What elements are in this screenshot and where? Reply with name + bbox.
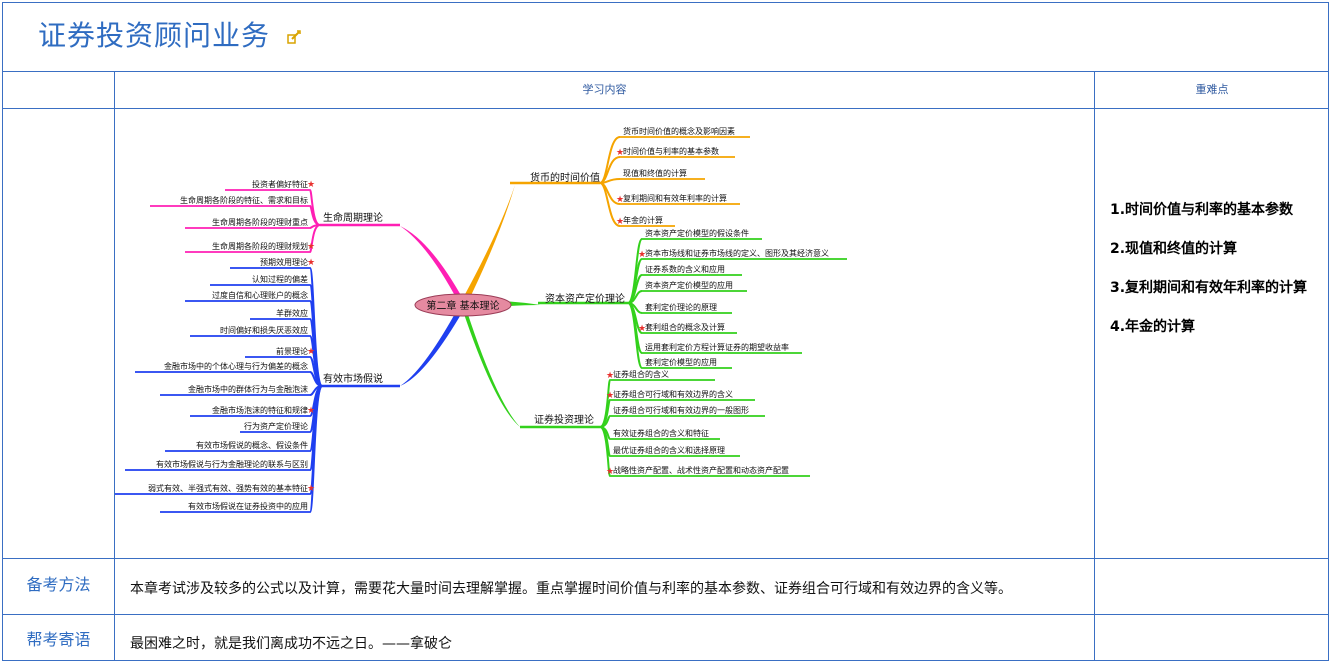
leaf-label: 证券组合的含义 [613,369,669,379]
star-icon: ★ [616,195,624,205]
leaf-label: 时间偏好和损失厌恶效应 [220,325,308,335]
leaf-label: 套利定价理论的原理 [645,302,717,312]
center-node-label: 第二章 基本理论 [426,299,499,312]
branch-label-life: 生命周期理论 [323,211,383,224]
leaf-label: 有效市场假说与行为金融理论的联系与区别 [156,459,308,469]
center-node [414,293,512,317]
divider [2,108,1329,109]
motto-text: 最困难之时，就是我们离成功不远之日。——拿破仑 [130,636,452,652]
leaf-label: 金融市场泡沫的特征和规律 [212,405,308,415]
leaf-label: 过度自信和心理账户的概念 [212,290,308,300]
leaf-label: 投资者偏好特征 [252,179,308,189]
branch-connector [309,224,321,253]
key-point: 4.年金的计算 [1110,319,1196,335]
branch-connector [599,182,621,227]
leaf-label: 行为资产定价理论 [244,421,308,431]
leaf-label: 套利定价模型的应用 [645,357,717,367]
leaf-label: 生命周期各阶段的特征、需求和目标 [180,195,308,205]
divider [114,71,115,661]
leaf-label: 羊群效应 [276,308,308,318]
leaf-label: 有效市场假说的概念、假设条件 [196,440,308,450]
leaf-label: 生命周期各阶段的理财重点 [212,217,308,227]
leaf-label: 有效市场假说在证券投资中的应用 [188,501,308,511]
leaf-label: 运用套利定价方程计算证券的期望收益率 [645,342,789,352]
leaf-label: 有效证券组合的含义和特征 [613,428,709,438]
leaf-label: 时间价值与利率的基本参数 [623,146,719,156]
branch-connector [627,302,643,369]
method-label: 备考方法 [26,575,91,594]
leaf-label: 货币时间价值的概念及影响因素 [623,126,735,136]
leaf-label: 现值和终值的计算 [623,168,687,178]
leaf-label: 资本资产定价模型的假设条件 [645,228,749,238]
key-column-header: 重难点 [1195,83,1229,96]
branch-line [463,299,520,427]
mind-map: 货币的时间价值货币时间价值的概念及影响因素★时间价值与利率的基本参数现值和终值的… [115,126,847,513]
leaf-label: 认知过程的偏差 [252,274,308,284]
branch-label-capm: 资本资产定价理论 [545,292,625,305]
page-title-text: 证券投资顾问业务 [38,19,271,52]
divider [1094,71,1095,661]
branch-label-portfolio: 证券投资理论 [534,413,594,426]
leaf-label: 证券系数的含义和应用 [645,264,725,274]
key-point: 2.现值和终值的计算 [1110,241,1238,257]
leaf-label: 预期效用理论 [260,257,308,267]
star-icon: ★ [307,347,315,357]
star-icon: ★ [307,406,315,416]
page-title: 证券投资顾问业务 [38,14,302,54]
star-icon: ★ [307,180,315,190]
motto-label: 帮考寄语 [26,630,91,649]
key-point: 3.复利期间和有效年利率的计算 [1110,280,1308,296]
leaf-label: 战略性资产配置、战术性资产配置和动态资产配置 [613,465,789,475]
star-icon: ★ [606,391,614,401]
leaf-label: 年金的计算 [623,215,663,225]
leaf-label: 金融市场中的群体行为与金融泡沫 [188,384,308,394]
branch-line [463,185,515,312]
branch-connector [599,136,621,184]
branch-label-emh: 有效市场假说 [323,372,383,385]
method-text: 本章考试涉及较多的公式以及计算，需要花大量时间去理解掌握。重点掌握时间价值与利率… [130,581,1012,597]
star-icon: ★ [616,148,624,158]
star-icon: ★ [606,371,614,381]
star-icon: ★ [606,467,614,477]
branch-connector [599,426,611,477]
leaf-label: 最优证券组合的含义和选择原理 [613,445,725,455]
divider [2,614,1329,615]
branch-label-money: 货币的时间价值 [530,171,600,184]
pencil-icon [287,30,301,44]
divider [2,71,1329,72]
star-icon: ★ [307,258,315,268]
branch-connector [309,385,323,513]
star-icon: ★ [638,324,646,334]
leaf-label: 资本市场线和证券市场线的定义、图形及其经济意义 [645,248,829,258]
leaf-label: 证券组合可行域和有效边界的含义 [613,389,733,399]
key-point: 1.时间价值与利率的基本参数 [1110,202,1294,218]
leaf-label: 复利期间和有效年利率的计算 [623,193,727,203]
leaf-label: 资本资产定价模型的应用 [645,280,733,290]
star-icon: ★ [307,484,315,494]
divider [2,558,1329,559]
leaf-label: 生命周期各阶段的理财规划 [212,241,308,251]
leaf-label: 金融市场中的个体心理与行为偏差的概念 [164,361,308,371]
star-icon: ★ [616,217,624,227]
content-column-header: 学习内容 [582,83,627,96]
leaf-label: 证券组合可行域和有效边界的一般图形 [613,405,749,415]
star-icon: ★ [638,250,646,260]
leaf-label: 套利组合的概念及计算 [645,322,725,332]
leaf-label: 前景理论 [276,346,308,356]
star-icon: ★ [307,242,315,252]
leaf-label: 弱式有效、半强式有效、强势有效的基本特征 [148,483,308,493]
